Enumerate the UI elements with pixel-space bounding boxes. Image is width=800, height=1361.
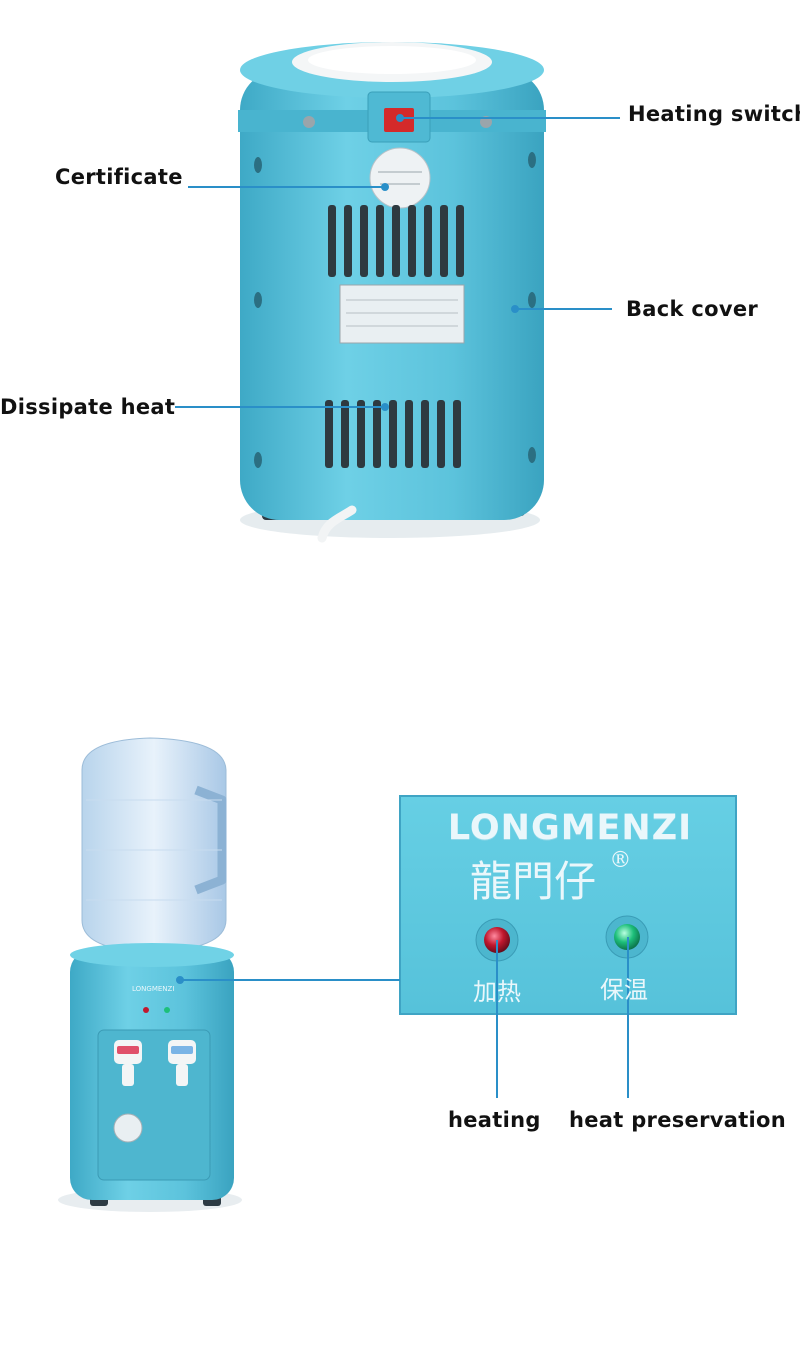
callout-dissipate-heat: Dissipate heat xyxy=(0,395,176,419)
callout-back-cover: Back cover xyxy=(626,297,759,321)
registered-mark: ® xyxy=(609,848,632,873)
top-callout-lines xyxy=(175,114,620,411)
panel-brand-cn: 龍門仔 ® xyxy=(470,848,631,909)
control-panel-closeup xyxy=(399,795,737,1015)
body-brand-small: LONGMENZI xyxy=(132,985,175,993)
dispenser-front-view xyxy=(58,737,242,1212)
panel-brand-cn-text: 龍門仔 xyxy=(470,857,597,906)
panel-label-heating-cn: 加热 xyxy=(473,978,521,1006)
bottom-callout-lines xyxy=(176,937,629,1098)
callout-heating-switch: Heating switch xyxy=(628,102,800,126)
callout-heat-preservation: heat preservation xyxy=(569,1108,787,1132)
panel-brand: LONGMENZI xyxy=(447,808,693,848)
panel-label-warm-cn: 保温 xyxy=(600,976,648,1004)
callout-heating: heating xyxy=(448,1108,541,1132)
dispenser-back-view xyxy=(238,42,546,543)
callout-certificate: Certificate xyxy=(55,165,183,189)
